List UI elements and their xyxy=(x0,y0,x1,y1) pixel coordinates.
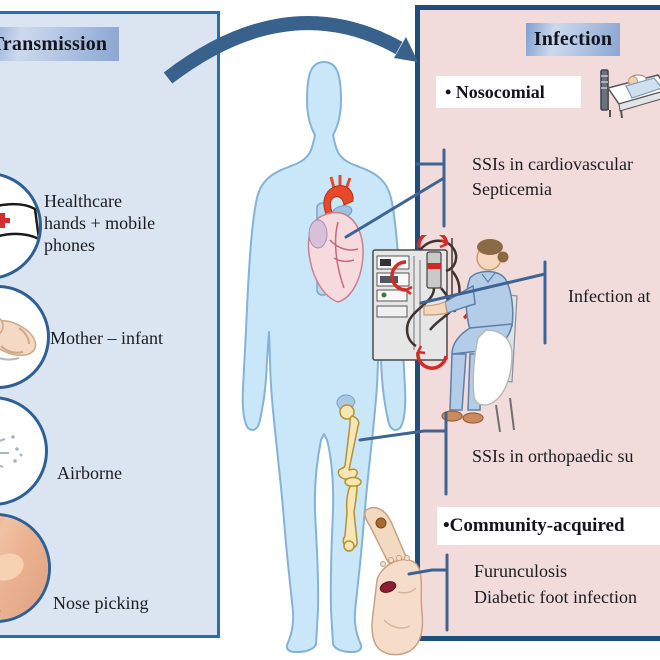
mother-infant-icon xyxy=(0,285,50,389)
mother-infant-drawing xyxy=(0,317,37,361)
diabetic-foot xyxy=(371,555,424,656)
transmission-item-airborne: Airborne xyxy=(57,463,122,483)
nose-picking-photo xyxy=(0,513,51,623)
airborne-drawing xyxy=(0,435,23,468)
red-shirt-area xyxy=(0,574,3,620)
community-acquired-limbs xyxy=(364,506,424,656)
infection-panel: Infection • Nosocomial SSIs in cardiovas… xyxy=(415,5,660,641)
airborne-icon xyxy=(0,396,48,506)
entry-orthopaedic: SSIs in orthopaedic su xyxy=(472,446,634,466)
nurse-cap-icon xyxy=(0,172,42,280)
finger-area xyxy=(0,548,28,586)
transmission-title: Transmission xyxy=(0,27,119,61)
tibia-bone xyxy=(342,476,362,552)
infection-title-label: Infection xyxy=(533,28,613,50)
entry-cardiovascular: SSIs in cardiovascular Septicemia xyxy=(472,154,633,199)
entry-dialysis: Infection at xyxy=(568,286,651,306)
dialysis-machine-with-patient xyxy=(372,235,518,433)
nose-picking-photo-content xyxy=(0,516,48,620)
infection-title: Infection xyxy=(526,23,620,56)
nurse-cap-drawing xyxy=(0,203,39,241)
transmission-item-mother-infant: Mother – infant xyxy=(50,328,163,348)
transmission-title-label: Transmission xyxy=(0,32,108,55)
femur-bone xyxy=(336,394,360,480)
transmission-item-healthcare: Healthcare hands + mobile phones xyxy=(44,191,156,255)
entry-community: Furunculosis Diabetic foot infection xyxy=(474,561,637,607)
nosocomial-heading-label: • Nosocomial xyxy=(445,81,545,102)
community-heading: •Community-acquired xyxy=(437,507,660,545)
hospital-bed-icon xyxy=(600,69,660,119)
nosocomial-heading: • Nosocomial xyxy=(436,76,581,108)
community-heading-label: •Community-acquired xyxy=(443,515,625,536)
transmission-item-nose-picking: Nose picking xyxy=(53,593,149,613)
transmission-panel: Transmission xyxy=(0,11,220,638)
